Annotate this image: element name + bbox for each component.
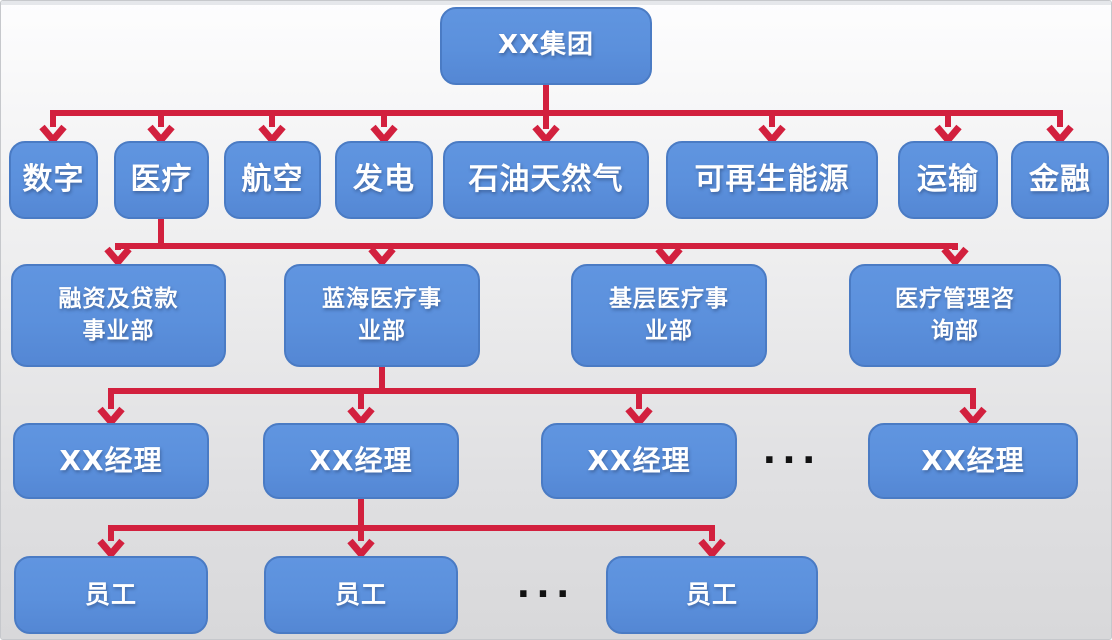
arrowhead-icon — [698, 538, 726, 560]
node-staff-2: 员工 — [264, 556, 458, 634]
node-manager-3: XX经理 — [541, 423, 737, 499]
node-dept-financing-loans: 融资及贷款 事业部 — [11, 264, 226, 367]
connector-rail — [108, 525, 715, 541]
arrowhead-icon — [147, 124, 175, 146]
node-staff-1: 员工 — [14, 556, 208, 634]
node-division-transport: 运输 — [898, 141, 998, 219]
arrowhead-icon — [104, 246, 132, 268]
node-division-finance: 金融 — [1011, 141, 1109, 219]
node-division-medical: 医疗 — [114, 141, 209, 219]
node-division-digital: 数字 — [9, 141, 98, 219]
arrowhead-icon — [959, 406, 987, 428]
connector-rail — [108, 388, 976, 409]
arrowhead-icon — [347, 406, 375, 428]
arrowhead-icon — [941, 246, 969, 268]
node-dept-medical-consulting: 医疗管理咨 询部 — [849, 264, 1061, 367]
arrowhead-icon — [625, 406, 653, 428]
arrowhead-icon — [934, 124, 962, 146]
managers-ellipsis: ··· — [762, 440, 822, 481]
connector-root-to-divisions — [39, 85, 1074, 146]
arrowhead-icon — [758, 124, 786, 146]
node-division-power: 发电 — [335, 141, 433, 219]
node-manager-2: XX经理 — [263, 423, 459, 499]
connector-department-to-managers — [97, 367, 987, 428]
staff-ellipsis: ··· — [516, 574, 576, 615]
connector-rail — [50, 110, 1063, 127]
arrowhead-icon — [97, 406, 125, 428]
arrowhead-icon — [347, 538, 375, 560]
arrowhead-icon — [97, 538, 125, 560]
node-division-oil-gas: 石油天然气 — [443, 141, 649, 219]
node-dept-bluesea-medical: 蓝海医疗事 业部 — [284, 264, 480, 367]
connector-rail — [115, 243, 958, 250]
arrowhead-icon — [370, 124, 398, 146]
node-group-root: XX集团 — [440, 7, 652, 85]
arrowhead-icon — [655, 246, 683, 268]
arrowhead-icon — [39, 124, 67, 146]
connector-medical-to-departments — [104, 219, 969, 268]
node-division-aviation: 航空 — [224, 141, 321, 219]
arrowhead-icon — [1046, 124, 1074, 146]
connector-manager-to-staff — [97, 499, 726, 560]
node-manager-4: XX经理 — [868, 423, 1078, 499]
node-staff-3: 员工 — [606, 556, 818, 634]
node-manager-1: XX经理 — [13, 423, 209, 499]
arrowhead-icon — [368, 246, 396, 268]
node-division-renewables: 可再生能源 — [666, 141, 878, 219]
top-edge-strip — [1, 1, 1111, 5]
node-dept-grassroots-medical: 基层医疗事 业部 — [571, 264, 767, 367]
arrowhead-icon — [532, 124, 560, 146]
arrowhead-icon — [258, 124, 286, 146]
